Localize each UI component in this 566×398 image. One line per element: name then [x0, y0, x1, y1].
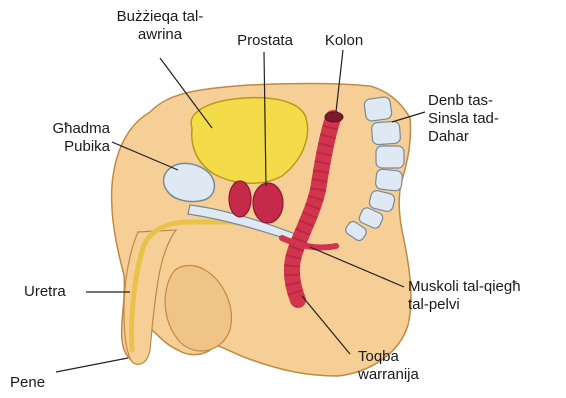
- label-urethra-text: Uretra: [24, 283, 88, 301]
- label-penis: Pene: [10, 374, 70, 392]
- label-penis-text: Pene: [10, 374, 70, 392]
- label-bladder: Bużżieqa tal- awrina: [100, 8, 220, 44]
- label-bladder-line1: Bużżieqa tal-: [100, 8, 220, 26]
- label-spine: Denb tas- Sinsla tad- Dahar: [428, 92, 548, 146]
- label-anal-sphincter-line2: warranija: [358, 366, 458, 384]
- label-spine-line2: Sinsla tad-: [428, 110, 548, 128]
- leader-penis: [56, 358, 128, 372]
- label-pubic-bone-line2: Pubika: [14, 138, 110, 156]
- label-anal-sphincter-line1: Toqba: [358, 348, 458, 366]
- label-pubic-bone-line1: Għadma: [14, 120, 110, 138]
- label-bladder-line2: awrina: [100, 26, 220, 44]
- label-urethra: Uretra: [24, 283, 88, 301]
- label-pelvic-floor-line1: Muskoli tal-qiegħ: [408, 278, 558, 296]
- label-spine-line3: Dahar: [428, 128, 548, 146]
- label-pelvic-floor-line2: tal-pelvi: [408, 296, 558, 314]
- label-anal-sphincter: Toqba warranija: [358, 348, 458, 384]
- label-pubic-bone: Għadma Pubika: [14, 120, 110, 156]
- prostate-lobe-right: [253, 183, 283, 223]
- label-pelvic-floor: Muskoli tal-qiegħ tal-pelvi: [408, 278, 558, 314]
- label-spine-line1: Denb tas-: [428, 92, 548, 110]
- label-colon-text: Kolon: [318, 32, 370, 50]
- label-prostate-text: Prostata: [224, 32, 306, 50]
- prostate-lobe-left: [229, 181, 251, 217]
- label-colon: Kolon: [318, 32, 370, 50]
- label-prostate: Prostata: [224, 32, 306, 50]
- colon-opening: [325, 112, 343, 122]
